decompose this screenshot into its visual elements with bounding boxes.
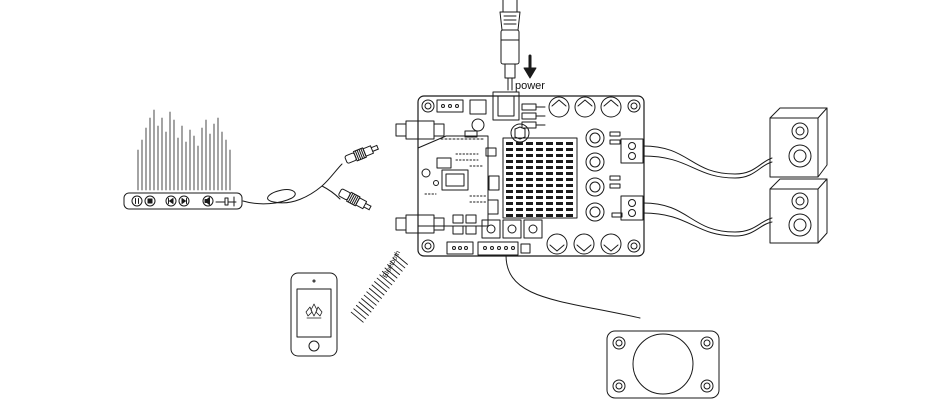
aux-cable-icon: [243, 164, 342, 204]
rca-plug-upper: [344, 143, 379, 165]
power-jack: [493, 92, 519, 120]
bluetooth-module: [418, 136, 488, 226]
next-icon: [179, 196, 189, 206]
rca-jack-upper: [396, 121, 444, 139]
subwoofer-wire: [506, 255, 640, 318]
bluetooth-app-icon: [306, 304, 322, 318]
down-arrow-icon: [524, 56, 536, 78]
pause-icon: [132, 196, 142, 206]
pin-header-bottom-left: [447, 242, 473, 254]
pin-header: [437, 100, 463, 112]
speaker-icon: [770, 179, 827, 243]
speaker-wires: [506, 146, 772, 318]
bluetooth-waves-icon: [351, 254, 407, 322]
rca-plug-lower: [338, 188, 373, 213]
rca-jack-lower: [396, 215, 444, 233]
subwoofer-connector: [478, 242, 518, 255]
audio-player-equalizer-icon: [124, 110, 242, 209]
potentiometers: [482, 220, 542, 238]
capacitors-top: [549, 97, 621, 117]
subwoofer-icon: [607, 331, 719, 398]
inductors: [586, 129, 604, 221]
heatsink: [503, 138, 577, 218]
volume-icon: [203, 196, 213, 206]
stop-icon: [145, 196, 155, 206]
smartphone-icon: [291, 273, 337, 356]
speaker-icon: [770, 108, 827, 177]
power-label: power: [515, 80, 545, 92]
dc-power-plug-icon: [500, 0, 520, 90]
amplifier-board-icon: [396, 92, 644, 256]
player-control-bar: [124, 193, 242, 209]
capacitors-bottom: [547, 234, 621, 254]
rca-plugs-icon: [338, 143, 380, 213]
equalizer-bars: [138, 110, 230, 190]
speaker-terminal-lower: [621, 196, 643, 220]
previous-icon: [166, 196, 176, 206]
speaker-terminal-upper: [621, 139, 643, 163]
